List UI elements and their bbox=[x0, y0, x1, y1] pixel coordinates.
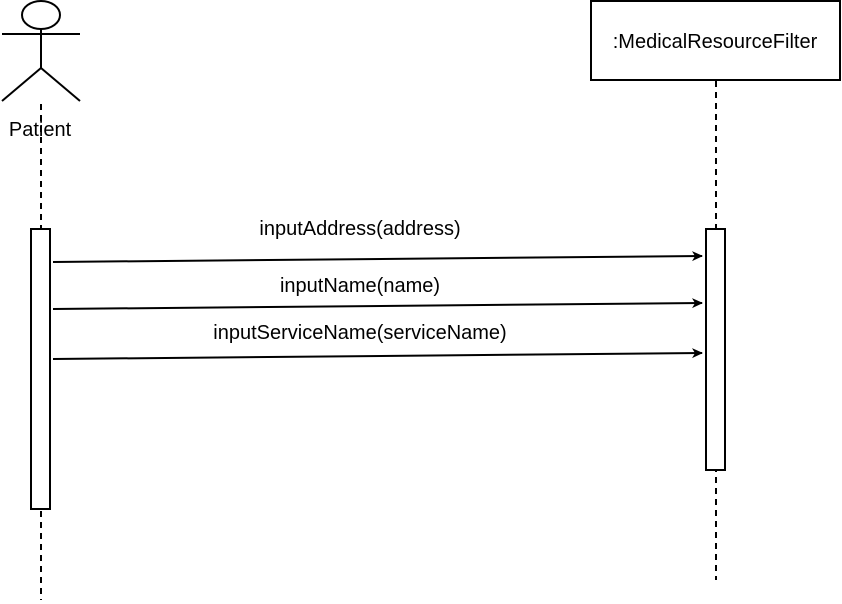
message-input-name[interactable]: inputName(name) bbox=[52, 275, 703, 310]
message-label: inputName(name) bbox=[280, 275, 440, 297]
object-activation-bar bbox=[705, 228, 726, 471]
message-label: inputAddress(address) bbox=[259, 218, 460, 240]
actor-left-leg bbox=[1, 67, 42, 102]
message-label: inputServiceName(serviceName) bbox=[213, 322, 506, 344]
message-arrow bbox=[52, 348, 703, 360]
actor-activation-bar bbox=[30, 228, 51, 510]
object-name: :MedicalResourceFilter bbox=[613, 31, 818, 53]
object-medical-resource-filter[interactable]: :MedicalResourceFilter bbox=[590, 0, 841, 81]
object-box bbox=[590, 0, 841, 81]
message-arrow bbox=[52, 298, 703, 310]
message-arrow bbox=[52, 251, 703, 263]
actor-head bbox=[21, 0, 61, 30]
actor-patient[interactable]: Patient bbox=[1, 0, 81, 141]
actor-right-leg bbox=[40, 67, 81, 102]
message-input-address[interactable]: inputAddress(address) bbox=[52, 218, 703, 263]
message-input-service-name[interactable]: inputServiceName(serviceName) bbox=[52, 322, 703, 360]
